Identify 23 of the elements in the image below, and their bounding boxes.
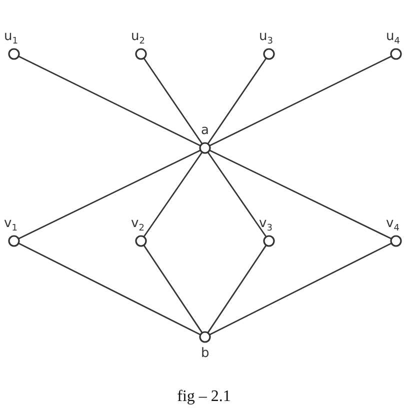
edge-line [207, 152, 267, 238]
vertex-label: u$_{3}$ [259, 30, 273, 47]
vertex-label: v$_{3}$ [259, 217, 272, 234]
edge-line [209, 150, 392, 240]
vertex-label: b [201, 347, 210, 360]
edge-line [18, 56, 201, 146]
vertex-label: u$_{4}$ [386, 30, 400, 47]
edge-line [207, 58, 267, 144]
vertex-label: v$_{2}$ [131, 217, 144, 234]
vertex-label: v$_{4}$ [386, 217, 400, 234]
edge-line [207, 244, 267, 334]
edge-line [143, 152, 203, 238]
edge-line [209, 56, 392, 146]
vertex-label: a [201, 124, 209, 137]
edge-line [143, 58, 203, 144]
figure-caption: fig – 2.1 [177, 388, 231, 406]
edge-line [18, 242, 201, 336]
edge-line [209, 242, 392, 336]
vertex-label: u$_{1}$ [4, 30, 18, 47]
edge-line [143, 244, 203, 334]
vertex-label: u$_{2}$ [131, 30, 145, 47]
vertex-label: v$_{1}$ [4, 217, 18, 234]
edge-line [18, 150, 201, 240]
